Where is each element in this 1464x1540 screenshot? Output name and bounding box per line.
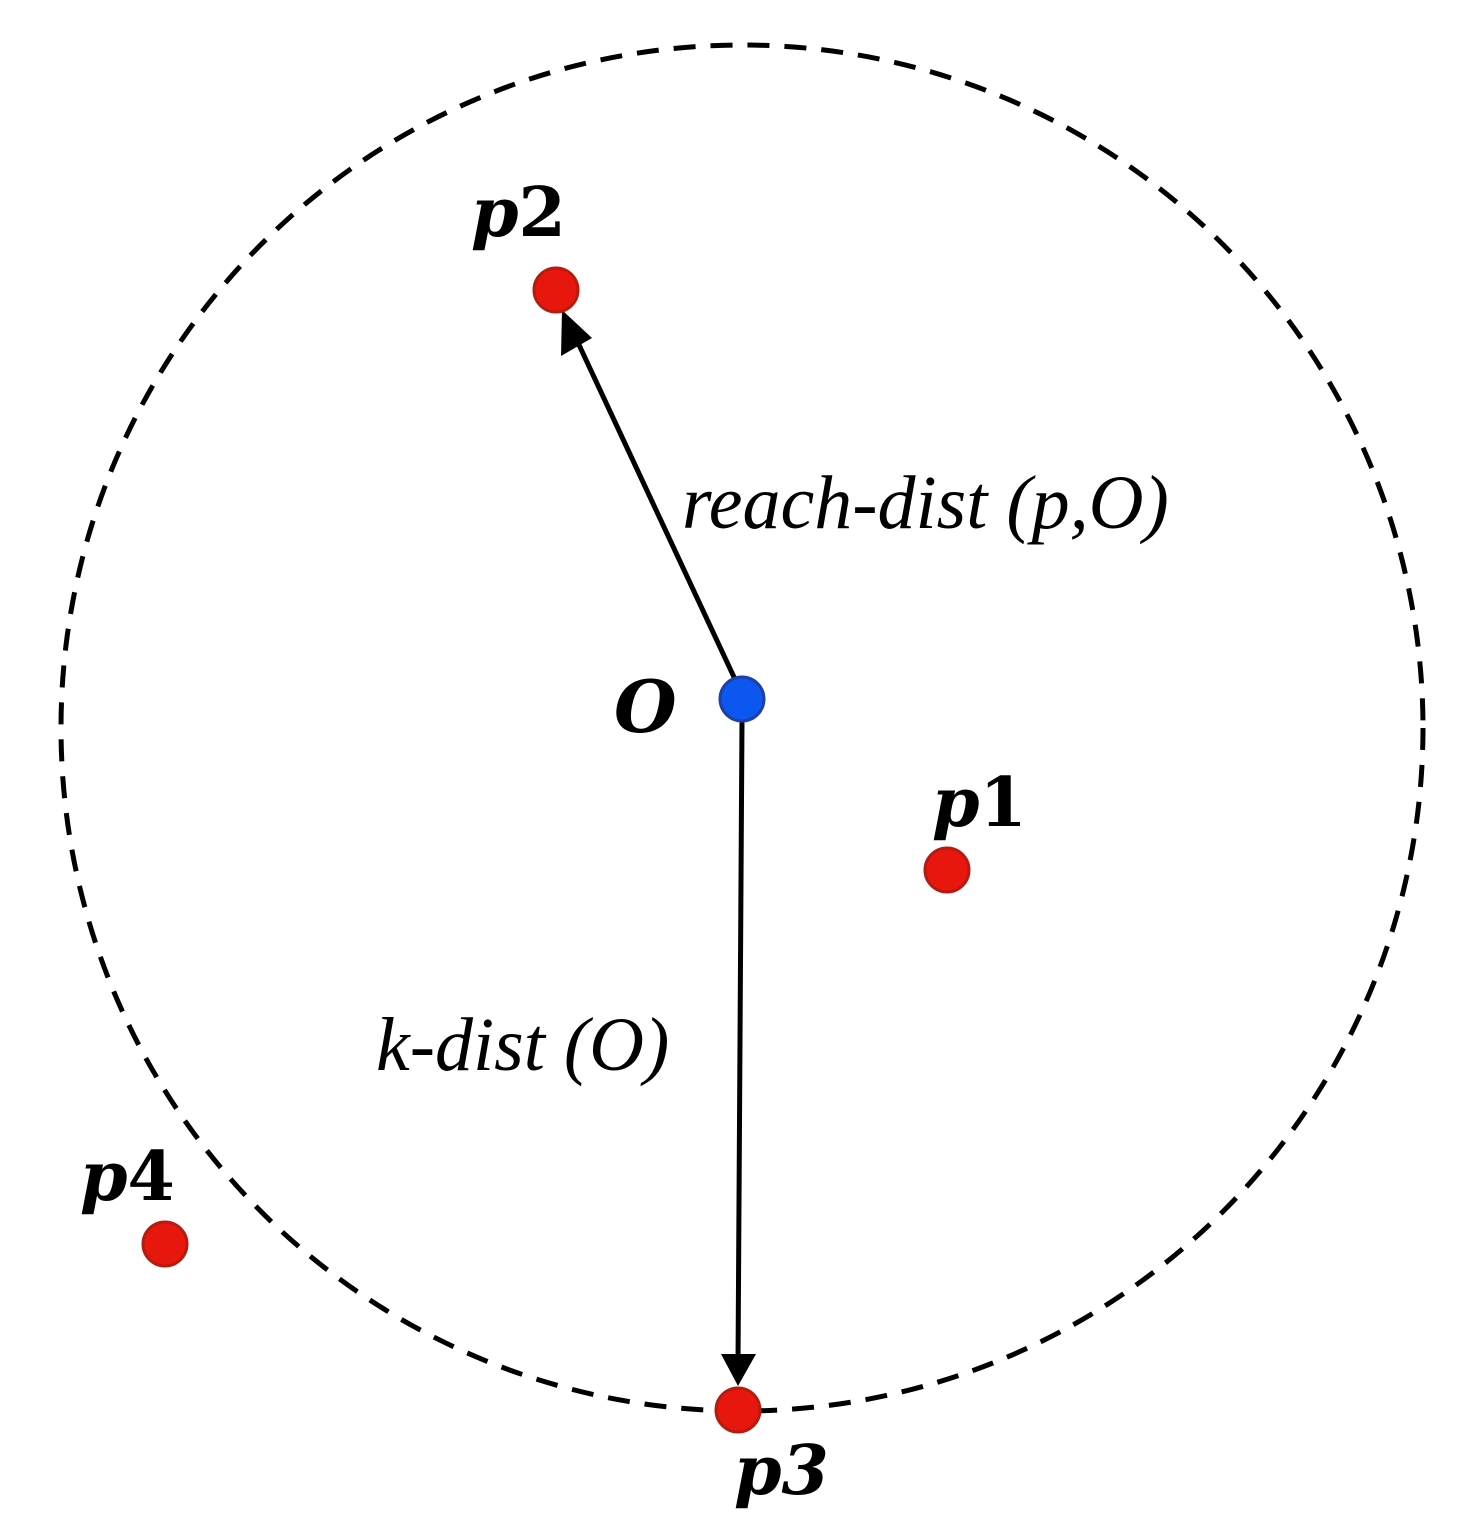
k-distance-circle xyxy=(58,42,1426,1414)
label-p1: p1 xyxy=(932,763,1027,843)
point-p3 xyxy=(714,1386,762,1434)
reach-dist-arrowhead xyxy=(561,310,592,356)
reach-dist-line xyxy=(570,330,743,692)
label-p1-digit: 1 xyxy=(980,763,1027,843)
point-o xyxy=(718,675,766,723)
k-dist-arrowhead xyxy=(721,1354,756,1386)
label-p4-digit: 4 xyxy=(128,1137,175,1217)
k-dist-line xyxy=(735,719,745,1365)
label-p4: p4 xyxy=(80,1137,175,1217)
label-o: O xyxy=(614,664,677,749)
label-reach-dist: reach-dist (p,O) xyxy=(682,461,1169,545)
edge-k-dist xyxy=(721,719,756,1386)
label-p3-digit: 3 xyxy=(782,1431,829,1511)
label-p3-prefix: p xyxy=(734,1431,782,1511)
label-p2-digit: 2 xyxy=(519,173,566,253)
point-p1 xyxy=(923,846,971,894)
label-k-dist: k-dist (O) xyxy=(376,1003,669,1087)
label-p1-prefix: p xyxy=(932,763,980,843)
point-p4 xyxy=(141,1220,189,1268)
label-p4-prefix: p xyxy=(80,1137,128,1217)
label-p2: p2 xyxy=(471,173,566,253)
point-p2 xyxy=(532,266,580,314)
label-p2-prefix: p xyxy=(471,173,519,253)
edge-reach-dist xyxy=(561,310,743,692)
label-p3: p3 xyxy=(734,1431,829,1511)
